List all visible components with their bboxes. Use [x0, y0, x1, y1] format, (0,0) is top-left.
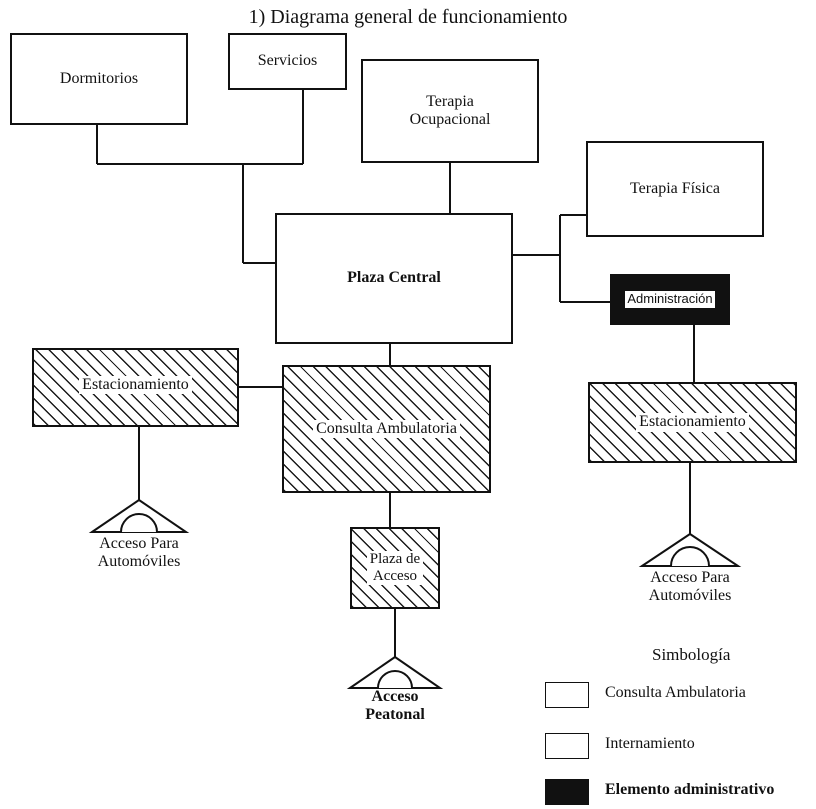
- node-estacionamiento-izq: Estacionamiento: [32, 348, 239, 427]
- legend-title: Simbología: [652, 645, 731, 664]
- legend-label: Elemento administrativo: [605, 781, 775, 798]
- node-label: Terapia Física: [630, 179, 720, 197]
- node-plaza-central: Plaza Central: [275, 213, 513, 344]
- legend-label: Consulta Ambulatoria: [605, 684, 746, 701]
- access-label-automoviles-right: Acceso Para Automóviles: [648, 569, 732, 604]
- access-symbol-automoviles-right: [638, 532, 742, 567]
- access-symbol-peatonal: [346, 655, 444, 689]
- access-label-automoviles-left: Acceso Para Automóviles: [97, 535, 181, 570]
- node-label: Dormitorios: [59, 69, 139, 87]
- legend-label: Internamiento: [605, 735, 695, 752]
- node-label: Servicios: [257, 52, 318, 70]
- node-plaza-acceso: Plaza de Acceso: [350, 527, 440, 609]
- node-terapia-fisica: Terapia Física: [586, 141, 764, 237]
- node-estacionamiento-der: Estacionamiento: [588, 382, 797, 463]
- node-label: Administración: [625, 291, 715, 308]
- node-label: Plaza de Acceso: [366, 550, 424, 586]
- node-label: Terapia Ocupacional: [409, 92, 491, 128]
- node-terapia-ocupacional: Terapia Ocupacional: [361, 59, 539, 163]
- node-servicios: Servicios: [228, 33, 347, 90]
- access-label-peatonal: Acceso Peatonal: [365, 688, 425, 723]
- node-label: Consulta Ambulatoria: [313, 419, 460, 439]
- legend-swatch-hatched: [545, 682, 589, 708]
- page-title: 1) Diagrama general de funcionamiento: [248, 6, 568, 28]
- legend-swatch-black: [545, 779, 589, 805]
- node-label: Estacionamiento: [79, 376, 192, 395]
- node-consulta-ambulatoria: Consulta Ambulatoria: [282, 365, 491, 493]
- legend-swatch-white: [545, 733, 589, 759]
- node-label: Estacionamiento: [636, 413, 749, 432]
- access-symbol-automoviles-left: [88, 498, 190, 533]
- node-label: Plaza Central: [347, 269, 441, 287]
- node-dormitorios: Dormitorios: [10, 33, 188, 125]
- node-administracion: Administración: [610, 274, 730, 325]
